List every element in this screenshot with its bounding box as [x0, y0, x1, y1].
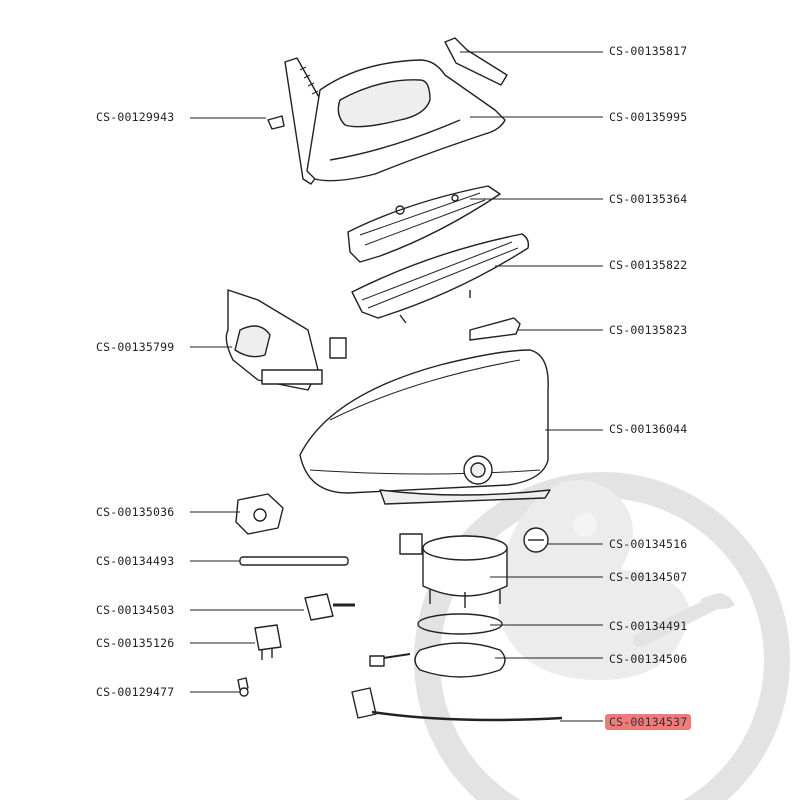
- part-small-clip: [267, 115, 285, 130]
- label-cs-00129943[interactable]: CS-00129943: [96, 110, 175, 124]
- part-power-cord: [351, 687, 563, 722]
- label-cs-00135817[interactable]: CS-00135817: [609, 44, 688, 58]
- label-cs-00129477[interactable]: CS-00129477: [96, 685, 175, 699]
- label-cs-00134507[interactable]: CS-00134507: [609, 570, 688, 584]
- label-cs-00134491[interactable]: CS-00134491: [609, 619, 688, 633]
- label-cs-00134503[interactable]: CS-00134503: [96, 603, 175, 617]
- part-small-knob: [237, 677, 249, 697]
- part-pump: [235, 493, 284, 535]
- part-handle-electronics: [225, 289, 347, 391]
- label-cs-00135036[interactable]: CS-00135036: [96, 505, 175, 519]
- part-connector: [254, 624, 282, 660]
- part-gasket: [417, 613, 503, 635]
- label-cs-00135799[interactable]: CS-00135799: [96, 340, 175, 354]
- label-cs-00136044[interactable]: CS-00136044: [609, 422, 688, 436]
- label-cs-00135126[interactable]: CS-00135126: [96, 636, 175, 650]
- part-base-station: [299, 349, 551, 505]
- label-cs-00135822[interactable]: CS-00135822: [609, 258, 688, 272]
- label-cs-00135995[interactable]: CS-00135995: [609, 110, 688, 124]
- label-cs-00135823[interactable]: CS-00135823: [609, 323, 688, 337]
- part-tube: [239, 556, 349, 566]
- part-boiler: [399, 533, 508, 608]
- part-trigger-button: [469, 317, 521, 341]
- leader-lines: [190, 51, 603, 722]
- label-cs-00135364[interactable]: CS-00135364: [609, 192, 688, 206]
- label-cs-00134537-highlighted[interactable]: CS-00134537: [605, 714, 692, 730]
- label-cs-00134493[interactable]: CS-00134493: [96, 554, 175, 568]
- part-iron-housing: [284, 57, 506, 185]
- duck-mascot-logo-watermark: [414, 472, 790, 800]
- part-handle-grip: [444, 37, 508, 86]
- part-heating-element: [369, 642, 506, 678]
- part-cap: [523, 527, 549, 553]
- label-cs-00134506[interactable]: CS-00134506: [609, 652, 688, 666]
- part-soleplate: [351, 233, 530, 324]
- part-thermostat-plate: [347, 185, 501, 263]
- part-valve: [304, 593, 355, 621]
- label-cs-00134516[interactable]: CS-00134516: [609, 537, 688, 551]
